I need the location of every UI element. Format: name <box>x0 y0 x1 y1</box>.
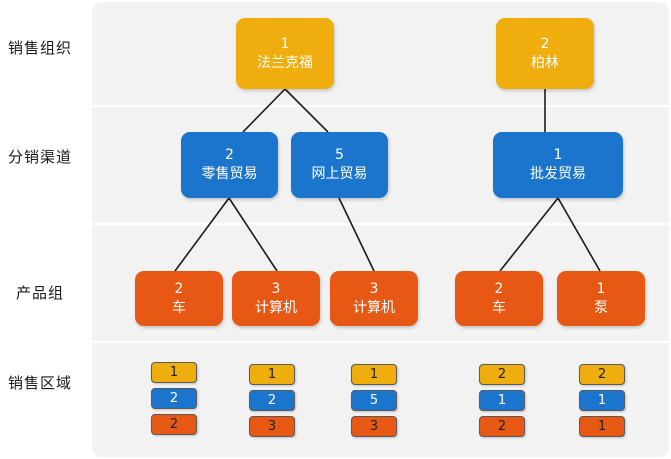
node-name: 零售贸易 <box>201 166 258 182</box>
node-name: 柏林 <box>531 54 559 71</box>
product-group-node: 3 计算机 <box>330 271 418 326</box>
node-name: 车 <box>492 299 506 316</box>
area-division-chip: 2 <box>151 414 197 435</box>
area-division-chip: 3 <box>351 416 397 437</box>
area-org-chip: 2 <box>479 364 525 385</box>
area-channel-chip: 5 <box>351 390 397 411</box>
area-org-chip: 2 <box>579 364 625 385</box>
node-name: 计算机 <box>353 299 395 316</box>
product-group-node: 1 泵 <box>557 271 645 326</box>
node-code: 3 <box>271 280 281 297</box>
node-code: 1 <box>553 147 563 163</box>
area-org-chip: 1 <box>351 364 397 385</box>
node-name: 车 <box>172 299 186 316</box>
node-code: 3 <box>369 280 379 297</box>
area-org-chip: 1 <box>151 362 197 383</box>
sales-org-node: 1 法兰克福 <box>236 18 334 89</box>
node-name: 法兰克福 <box>257 54 313 71</box>
area-org-chip: 1 <box>249 364 295 385</box>
connector-line <box>228 197 278 272</box>
channel-node: 2 零售贸易 <box>181 132 278 198</box>
row-divider <box>92 105 669 107</box>
node-name: 网上贸易 <box>311 166 368 182</box>
area-channel-chip: 2 <box>249 390 295 411</box>
node-code: 5 <box>335 147 344 163</box>
area-division-chip: 2 <box>479 416 525 437</box>
product-group-node: 3 计算机 <box>232 271 320 326</box>
node-code: 2 <box>494 280 504 297</box>
area-channel-chip: 2 <box>151 388 197 409</box>
connector-line <box>557 197 601 272</box>
row-divider <box>92 341 669 343</box>
product-group-node: 2 车 <box>135 271 223 326</box>
connector-line <box>174 197 230 272</box>
row-divider <box>92 223 669 225</box>
node-name: 批发贸易 <box>530 166 586 182</box>
row-label-sales-area: 销售区域 <box>7 374 72 392</box>
channel-node: 5 网上贸易 <box>291 132 388 198</box>
node-name: 泵 <box>594 299 608 316</box>
row-label-product-group: 产品组 <box>15 284 64 302</box>
connector-line <box>499 197 559 272</box>
node-code: 1 <box>596 280 606 297</box>
area-division-chip: 1 <box>579 416 625 437</box>
node-code: 2 <box>225 147 234 163</box>
connector-line <box>284 88 329 133</box>
node-name: 计算机 <box>255 299 297 316</box>
area-channel-chip: 1 <box>479 390 525 411</box>
area-channel-chip: 1 <box>579 390 625 411</box>
product-group-node: 2 车 <box>455 271 543 326</box>
sales-org-node: 2 柏林 <box>496 18 594 89</box>
node-code: 2 <box>540 35 550 52</box>
row-label-sales-org: 销售组织 <box>7 39 72 57</box>
row-label-channel: 分销渠道 <box>7 148 72 166</box>
node-code: 2 <box>174 280 184 297</box>
area-division-chip: 3 <box>249 416 295 437</box>
connector-line <box>338 197 375 272</box>
channel-node: 1 批发贸易 <box>493 132 623 198</box>
node-code: 1 <box>280 35 290 52</box>
connector-line <box>242 88 286 133</box>
